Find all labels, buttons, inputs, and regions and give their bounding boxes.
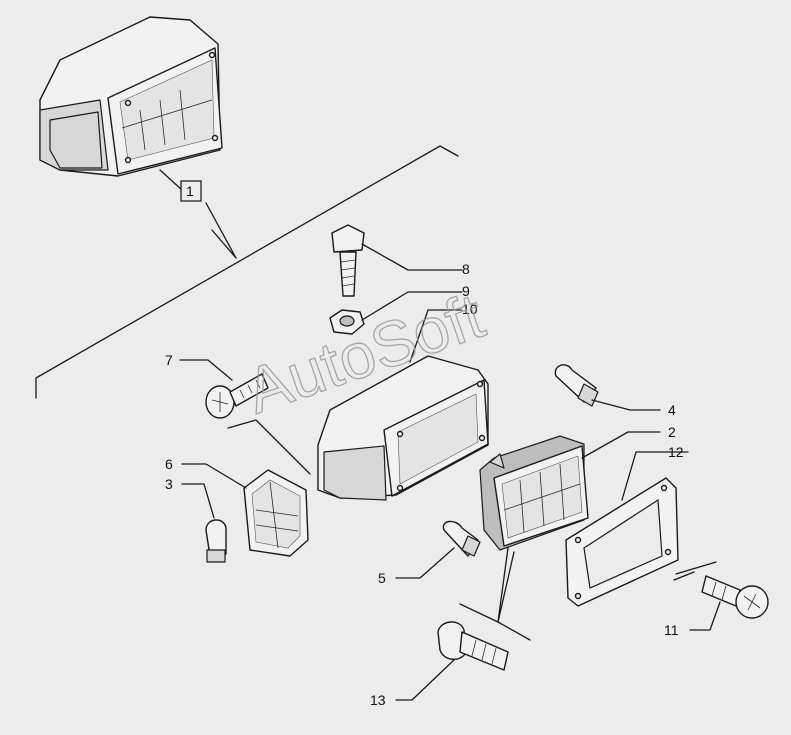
callout-box-1 [180,180,202,202]
callout-1: 1 [186,183,194,199]
callout-6: 6 [165,456,173,472]
part-2-reflector [479,435,589,551]
part-1-lamp-assembly [39,16,223,177]
leader-8 [361,243,463,271]
assembly-bracket [35,145,459,399]
part-4-bulb [554,364,599,407]
callout-8: 8 [462,261,470,277]
callout-10: 10 [462,301,478,317]
part-6-side-lens [243,469,309,557]
leader-10 [409,309,463,363]
bracket-13-up-a [497,547,509,623]
callout-5: 5 [378,570,386,586]
leader-7 [179,359,233,381]
part-13-bolt [437,621,509,671]
leader-12 [621,451,689,501]
bracket-11-a [675,561,717,575]
leader-7-bracket [227,419,311,475]
part-10-housing [317,355,489,501]
leader-11 [689,601,721,631]
part-7-screw [205,373,269,419]
bracket-13 [459,603,531,641]
leader-13 [395,659,455,701]
part-12-gasket [565,477,679,607]
leader-3 [181,483,215,519]
leader-5 [395,547,455,579]
callout-2: 2 [668,424,676,440]
part-8-bolt [331,224,365,297]
part-11-screw [701,575,769,619]
callout-7: 7 [165,352,173,368]
callout-13: 13 [370,692,386,708]
part-9-nut [329,309,365,335]
callout-9: 9 [462,283,470,299]
callout-11: 11 [664,622,679,638]
leader-6 [181,463,247,489]
part-3-bulb [205,519,227,563]
callout-4: 4 [668,402,676,418]
callout-3: 3 [165,476,173,492]
leader-9 [361,291,463,321]
part-5-bulb [442,520,481,557]
bracket-13-up-b [497,551,515,623]
leader-4 [591,399,661,411]
leader-1 [159,169,183,191]
bracket-11-b [673,571,695,581]
leader-2 [581,431,661,459]
callout-12: 12 [668,444,684,460]
